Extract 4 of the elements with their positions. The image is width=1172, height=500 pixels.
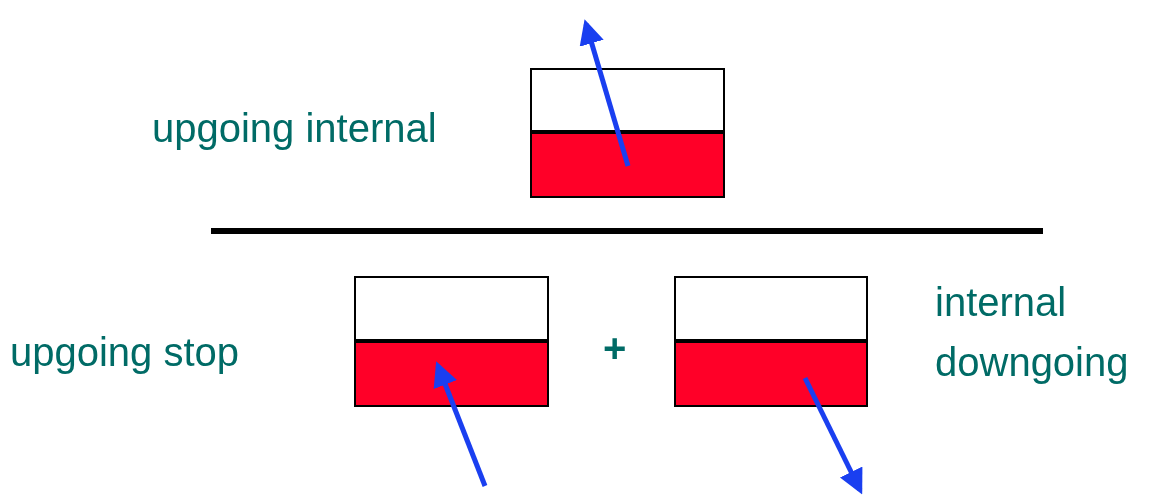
event-label: upgoing stop (10, 329, 240, 376)
event-label: upgoing internal (152, 105, 437, 152)
event-label: internal downgoing (935, 279, 1130, 386)
plus-sign: + (603, 325, 627, 372)
